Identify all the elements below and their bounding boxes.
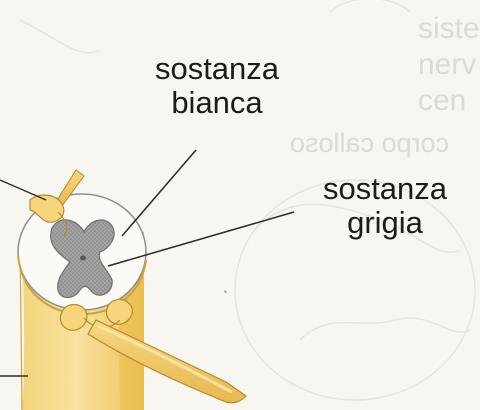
white-matter-label-line-1: sostanza <box>140 52 294 86</box>
white-matter-leader-line <box>122 150 196 236</box>
white-matter-label-line-2: bianca <box>140 86 294 120</box>
central-canal <box>80 256 86 261</box>
pointer-line-edge-upper <box>0 180 46 200</box>
gray-matter-label-line-1: sostanza <box>308 172 462 206</box>
page-speck <box>224 290 227 293</box>
gray-matter-label-line-2: grigia <box>308 206 462 240</box>
